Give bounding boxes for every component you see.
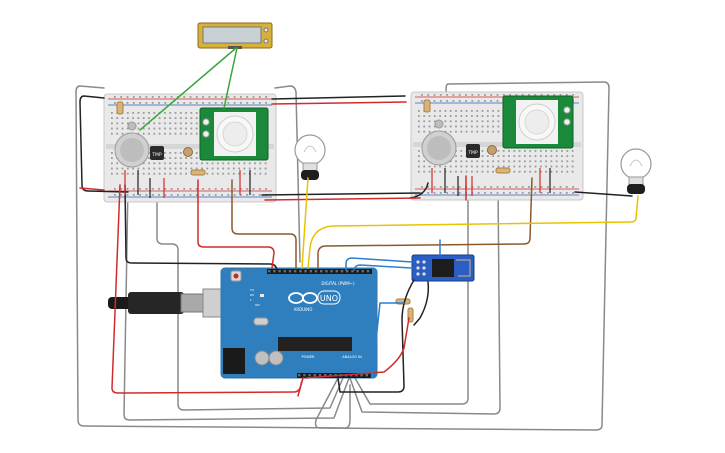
tmp-sensor-right-label: TMP xyxy=(467,150,478,156)
yellow-wire-right-bulb xyxy=(307,195,639,269)
gray-wire-top-left xyxy=(274,85,301,263)
green-wire-a xyxy=(139,47,237,131)
red-wire-stub xyxy=(297,377,304,397)
on-label: ON xyxy=(255,303,260,307)
capacitor-a xyxy=(254,350,270,366)
board-model-label: ARDUINO xyxy=(294,307,313,312)
black-wire-gnd xyxy=(124,184,278,271)
black-wire-wifi-b xyxy=(413,281,430,326)
analog-header-label: ANALOG IN xyxy=(342,355,362,359)
gray-wire-right-b xyxy=(349,184,501,415)
brown-wire-right xyxy=(317,177,533,269)
digital-header-label: DIGITAL (PWM~) xyxy=(321,281,355,286)
gray-wire-outer-left xyxy=(75,85,351,429)
power-jack xyxy=(223,348,245,374)
crystal xyxy=(253,317,269,326)
black-wire-wifi-gnd xyxy=(337,279,415,393)
photoresistor-left xyxy=(183,147,193,157)
capacitor-b xyxy=(268,350,284,366)
brown-wire-left xyxy=(231,179,297,269)
front-wires xyxy=(79,47,639,397)
red-wire-wifi-vcc xyxy=(305,317,410,379)
tmp-sensor-left-label: TMP xyxy=(151,152,162,158)
tmp-sensor-right: TMP xyxy=(466,144,480,158)
resistor-left-top xyxy=(116,101,124,115)
red-wire-lower-bridge xyxy=(264,197,421,201)
usb-cable xyxy=(108,288,226,318)
display-module xyxy=(197,22,273,49)
gas-sensor-right xyxy=(421,119,457,166)
blue-wire-analog xyxy=(371,302,405,379)
l-label: L xyxy=(250,298,252,302)
red-wire-signal xyxy=(197,179,275,269)
green-wire-b xyxy=(223,47,238,109)
resistor-left-mid xyxy=(190,169,206,176)
arduino-uno-board: UNO ARDUINO DIGITAL (PWM~) POWER ANALOG … xyxy=(220,267,378,379)
tx-label: TX xyxy=(249,288,254,292)
digital-header xyxy=(267,269,372,274)
blue-wire-b xyxy=(353,264,413,271)
red-wire-bridge xyxy=(271,101,407,105)
pir-sensor-left xyxy=(199,107,269,161)
gray-wire-right-a xyxy=(354,179,469,405)
wifi-module xyxy=(411,254,475,282)
gray-wire-outer-right xyxy=(314,81,610,431)
light-bulb-right xyxy=(620,148,652,194)
resistor-right-mid xyxy=(495,167,511,174)
gray-wire-left-b xyxy=(123,184,350,421)
black-wire-right-bulb xyxy=(574,191,633,197)
power-header-label: POWER xyxy=(302,355,316,359)
yellow-wire-left-bulb xyxy=(301,177,309,269)
component-legs xyxy=(124,168,551,198)
blue-wire-a xyxy=(345,257,413,271)
pir-sensor-right xyxy=(502,95,574,149)
light-bulb-left xyxy=(294,134,326,180)
photoresistor-right xyxy=(487,145,497,155)
gray-wire-left-a xyxy=(156,179,344,411)
gas-sensor-left xyxy=(114,121,150,168)
gray-wires xyxy=(75,81,610,431)
black-wire-mid xyxy=(261,192,421,196)
arduino-logo: UNO ARDUINO xyxy=(288,290,341,312)
black-wire-bridge xyxy=(271,95,406,100)
resistor-right-top xyxy=(423,99,431,113)
atmega-chip xyxy=(278,337,352,351)
red-wire-left-stub xyxy=(79,187,105,191)
black-wire-left-rail xyxy=(79,95,129,193)
rx-label: RX xyxy=(250,293,254,297)
tmp-sensor-left: TMP xyxy=(150,146,164,160)
board-brand-label: UNO xyxy=(320,294,338,303)
